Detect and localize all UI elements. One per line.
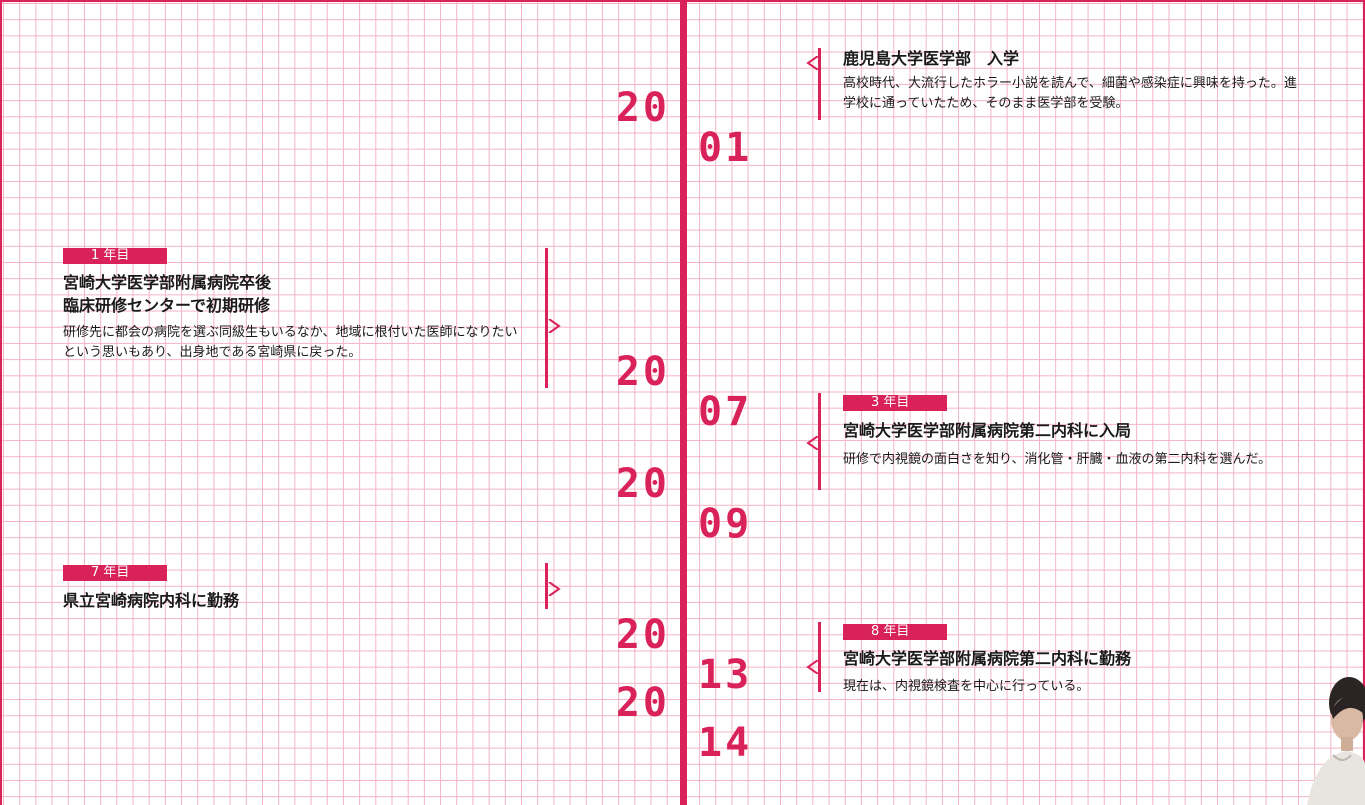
entry-title-2001: 鹿児島大学医学部 入学 <box>843 49 1020 68</box>
entry-title-2009: 宮崎大学医学部附属病院第二内科に入局 <box>843 421 1132 440</box>
year-2001: 20 01 <box>612 48 752 168</box>
year-count-badge: 7 年目 <box>63 565 167 581</box>
year-suffix: 09 <box>698 501 753 547</box>
year-suffix: 01 <box>698 125 753 171</box>
doctor-portrait-photo <box>1303 675 1365 805</box>
entry-bracket <box>545 563 548 609</box>
entry-desc-2007: 研修先に都会の病院を選ぶ同級生もいるなか、地域に根付いた医師になりたいという思い… <box>63 325 518 360</box>
chevron-left-icon <box>806 436 820 450</box>
entry-title-2007-line1: 宮崎大学医学部附属病院卒後 <box>63 273 272 292</box>
year-suffix: 13 <box>698 652 753 698</box>
year-count-badge: 1 年目 <box>63 248 167 264</box>
year-century: 20 <box>615 349 670 395</box>
entry-desc-2014: 現在は、内視鏡検査を中心に行っている。 <box>843 679 1090 694</box>
year-2009: 20 09 <box>612 424 752 544</box>
entry-bracket <box>818 622 821 692</box>
entry-bracket <box>818 48 821 120</box>
entry-bracket <box>818 393 821 490</box>
year-count-badge: 8 年目 <box>843 624 947 640</box>
chevron-left-icon <box>806 56 820 70</box>
timeline-axis <box>680 0 687 805</box>
entry-title-2013: 県立宮崎病院内科に勤務 <box>63 591 240 610</box>
year-century: 20 <box>615 680 670 726</box>
year-count-badge: 3 年目 <box>843 395 947 411</box>
year-2007: 20 07 <box>612 312 752 432</box>
entry-title-2014: 宮崎大学医学部附属病院第二内科に勤務 <box>843 649 1132 668</box>
year-2014: 20 14 <box>612 643 752 763</box>
year-suffix: 14 <box>698 720 753 766</box>
entry-desc-2001: 高校時代、大流行したホラー小説を読んで、細菌や感染症に興味を持った。進学校に通っ… <box>843 76 1297 111</box>
entry-desc-2009: 研修で内視鏡の面白さを知り、消化管・肝臓・血液の第二内科を選んだ。 <box>843 452 1272 467</box>
entry-bracket <box>545 248 548 388</box>
chevron-left-icon <box>806 660 820 674</box>
year-century: 20 <box>615 461 670 507</box>
chevron-right-icon <box>547 582 561 596</box>
year-2013: 20 13 <box>612 575 752 695</box>
year-century: 20 <box>615 612 670 658</box>
entry-title-2007-line2: 臨床研修センターで初期研修 <box>63 296 271 315</box>
year-century: 20 <box>615 85 670 131</box>
year-suffix: 07 <box>698 389 753 435</box>
chevron-right-icon <box>547 319 561 333</box>
